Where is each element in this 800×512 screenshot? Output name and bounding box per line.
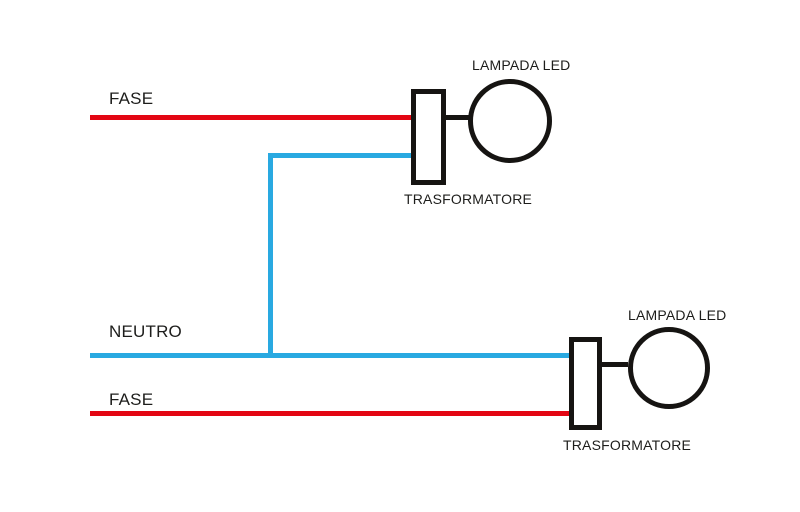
- lamp-1-connector-wire: [446, 115, 470, 120]
- lamp-2-connector-wire: [602, 362, 628, 367]
- lamp-2-circle: [628, 327, 710, 409]
- lamp-1-circle: [468, 79, 552, 163]
- lamp-1-label: LAMPADA LED: [472, 57, 571, 73]
- phase-label-top: FASE: [109, 89, 154, 108]
- transformer-2-label: TRASFORMATORE: [563, 437, 692, 453]
- phase-wire-bottom: [90, 411, 569, 416]
- neutral-label: NEUTRO: [109, 322, 182, 341]
- lamp-2-label: LAMPADA LED: [628, 307, 727, 323]
- neutral-branch-wire-vertical: [268, 153, 273, 358]
- phase-label-bottom: FASE: [109, 390, 154, 409]
- transformer-1-label: TRASFORMATORE: [404, 191, 533, 207]
- neutral-branch-wire-horizontal: [268, 153, 413, 158]
- phase-wire-top: [90, 115, 413, 120]
- neutral-wire: [90, 353, 569, 358]
- transformer-2-box: [569, 337, 602, 430]
- transformer-1-box: [411, 89, 446, 185]
